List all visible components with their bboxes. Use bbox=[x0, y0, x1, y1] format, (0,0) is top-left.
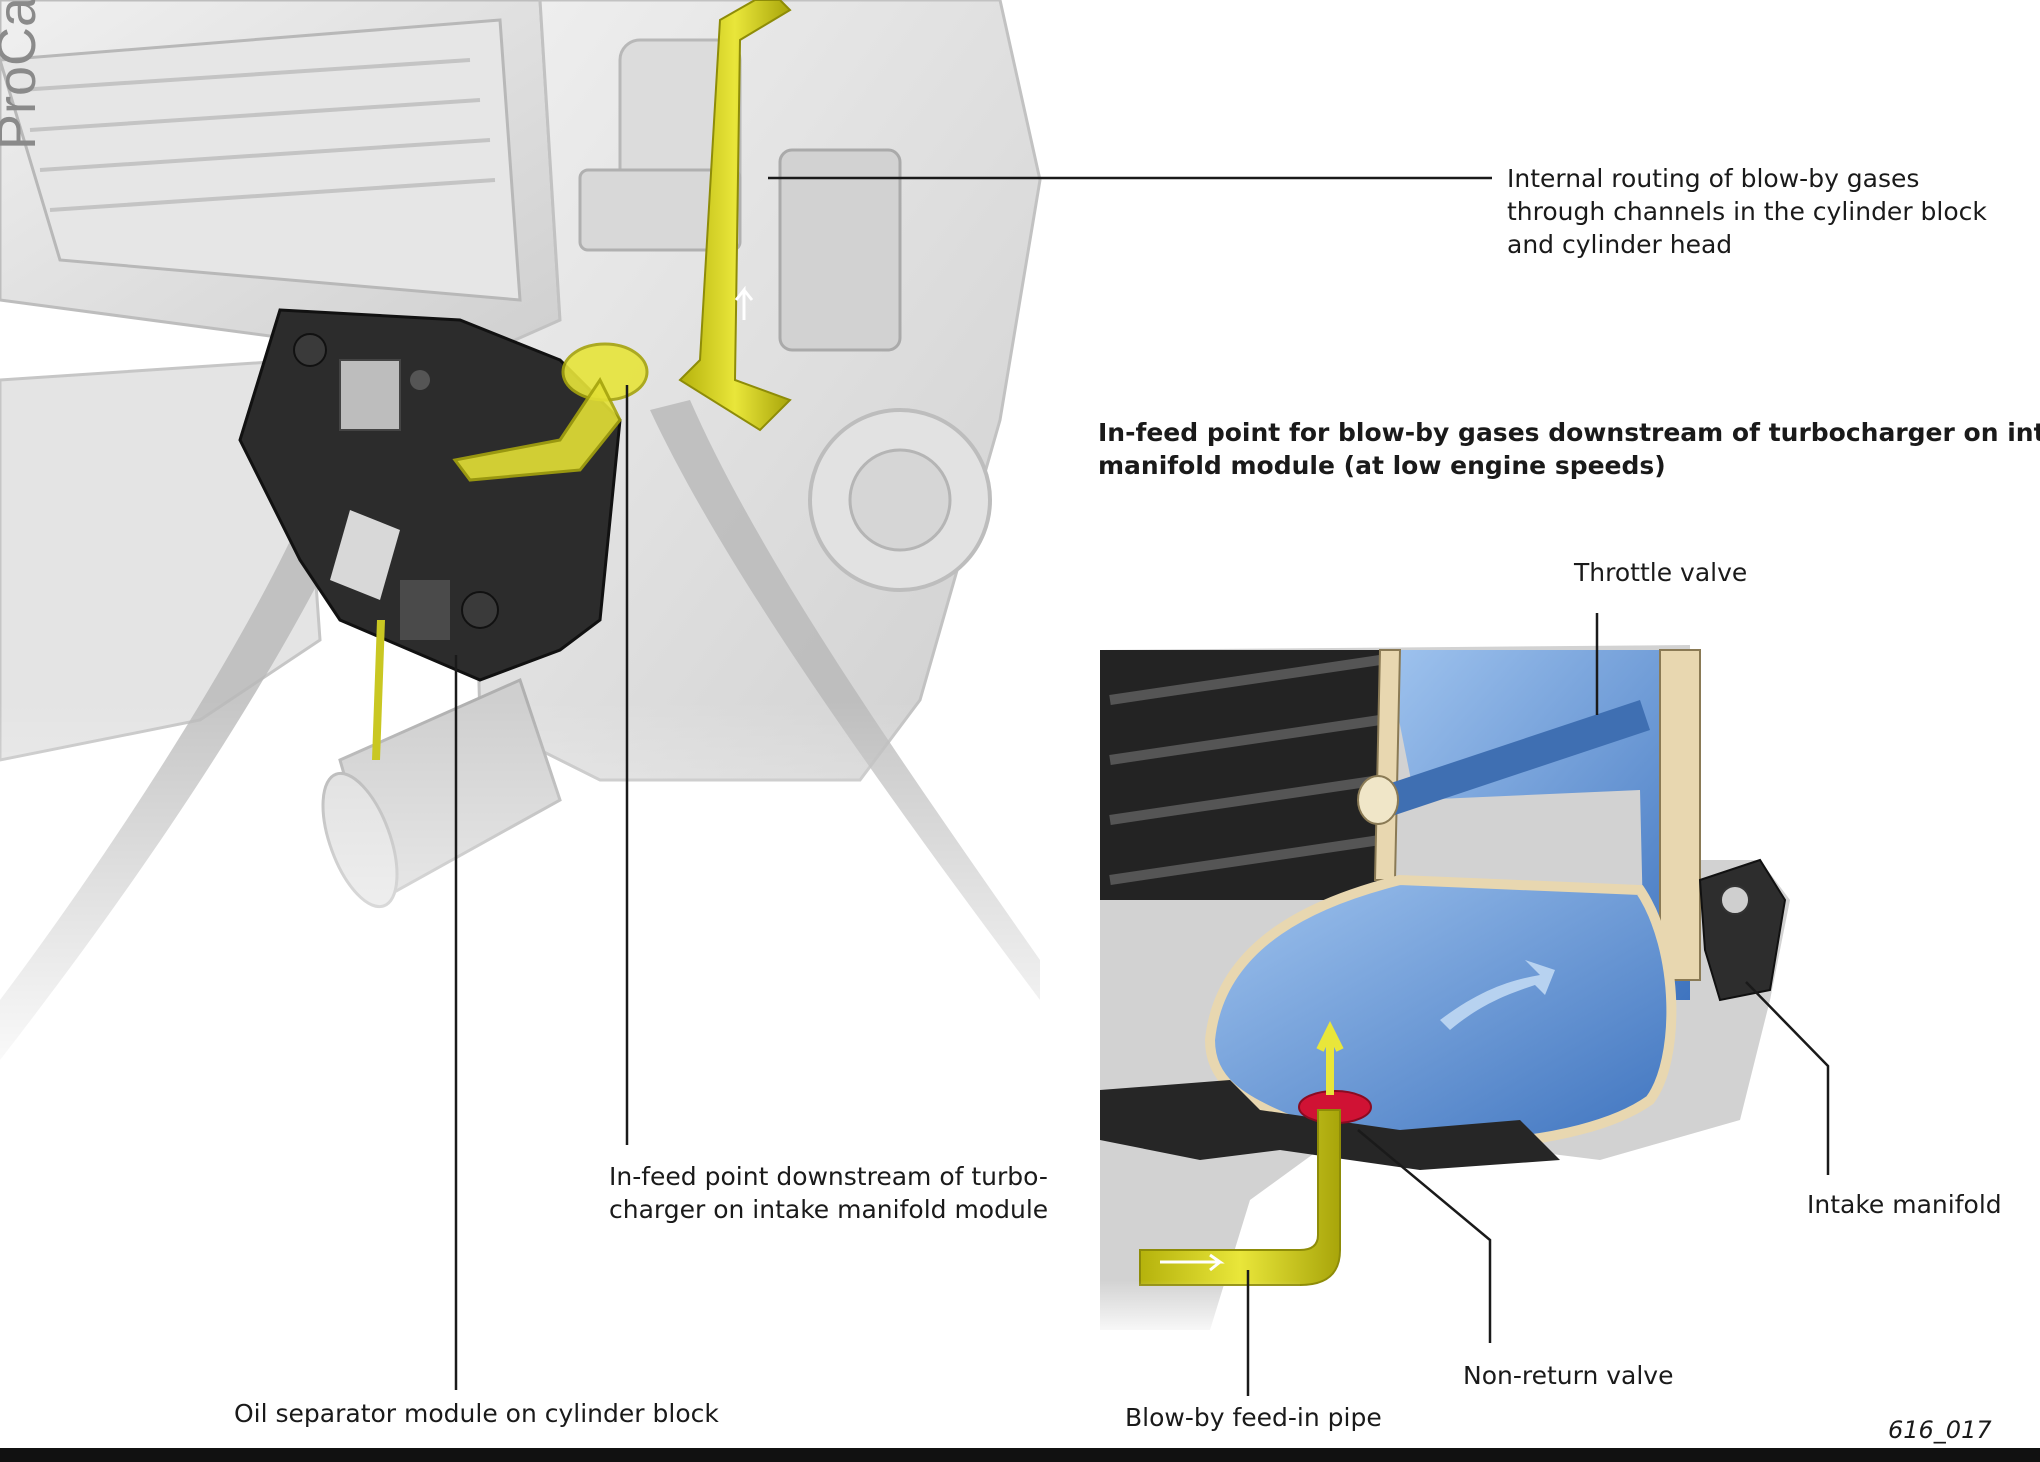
infeed-heading-line: manifold module (at low engine speeds) bbox=[1098, 451, 1666, 480]
blowby-gas-routing bbox=[372, 0, 792, 760]
label-internal-routing-line: and cylinder head bbox=[1507, 230, 1733, 259]
label-internal-routing: Internal routing of blow-by gases throug… bbox=[1507, 162, 1987, 261]
label-blowby-feed-in-pipe: Blow-by feed-in pipe bbox=[1125, 1403, 1382, 1432]
label-infeed-point-line: charger on intake manifold module bbox=[609, 1195, 1049, 1224]
intake-manifold-cutaway bbox=[1100, 645, 1790, 1340]
infeed-heading-line: In-feed point for blow-by gases downstre… bbox=[1098, 418, 2040, 447]
leader-lines bbox=[454, 176, 1830, 1396]
oil-separator-module-shape bbox=[238, 308, 622, 682]
watermark: ProCarManu bbox=[0, 0, 48, 150]
label-internal-routing-line: through channels in the cylinder block bbox=[1507, 197, 1987, 226]
figure-id: 616_017 bbox=[1888, 1416, 1992, 1444]
infeed-section-heading: In-feed point for blow-by gases downstre… bbox=[1098, 416, 2040, 482]
label-throttle-valve: Throttle valve bbox=[1574, 558, 1748, 587]
label-intake-manifold: Intake manifold bbox=[1807, 1190, 2002, 1219]
label-internal-routing-line: Internal routing of blow-by gases bbox=[1507, 164, 1920, 193]
bottom-bar bbox=[0, 1448, 2040, 1462]
label-non-return-valve: Non-return valve bbox=[1463, 1361, 1674, 1390]
label-infeed-point-line: In-feed point downstream of turbo- bbox=[609, 1162, 1048, 1191]
label-oil-separator: Oil separator module on cylinder block bbox=[234, 1399, 719, 1428]
label-infeed-point: In-feed point downstream of turbo- charg… bbox=[609, 1160, 1048, 1226]
